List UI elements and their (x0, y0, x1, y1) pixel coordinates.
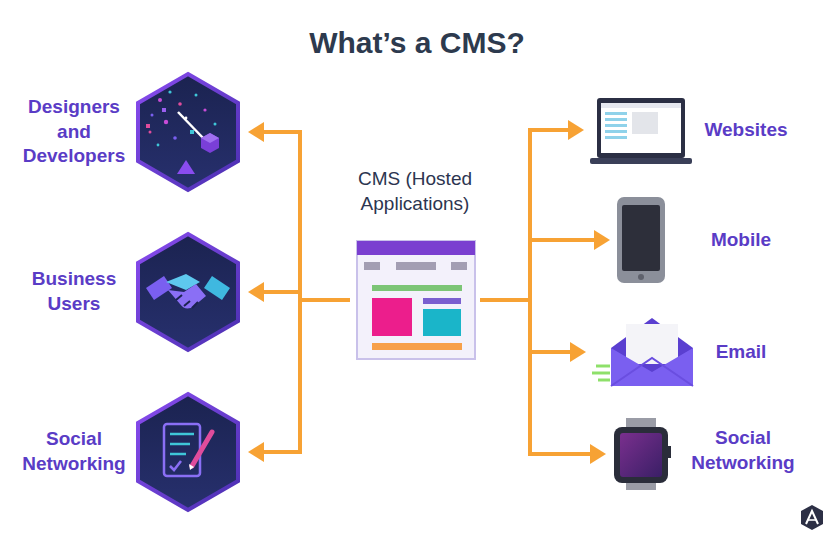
connector-line (480, 130, 568, 300)
label-box: Designers and Developers (16, 74, 132, 190)
channel-node: Email (592, 316, 778, 388)
envelope-icon (592, 318, 693, 386)
designer-icon (138, 74, 238, 190)
label-box: Email (704, 316, 778, 388)
audience-node: Designers and Developers (16, 74, 242, 190)
arrow-head (568, 120, 584, 140)
arrow-head (594, 230, 610, 250)
connector (480, 230, 610, 300)
logo-mark (801, 505, 823, 530)
handshake-icon (138, 234, 238, 350)
phone-icon (617, 197, 665, 283)
connector-line (264, 132, 350, 300)
connector-line (480, 240, 594, 300)
channel-node: Mobile (616, 195, 782, 285)
node-label: Websites (704, 118, 787, 143)
audience-node: Social Networking (16, 394, 242, 510)
connector-line (480, 300, 570, 352)
arrow-head (590, 444, 606, 464)
label-box: Mobile (700, 195, 782, 285)
label-box: Social Networking (678, 416, 808, 486)
node-label: Designers and Developers (16, 95, 132, 169)
arrow-head (248, 442, 264, 462)
audience-node: Business Users (16, 234, 242, 350)
channel-node: Websites (590, 96, 802, 164)
node-label: Mobile (711, 228, 771, 253)
channel-node: Social Networking (612, 416, 808, 492)
node-label: CMS (Hosted Applications) (350, 167, 480, 216)
connector (248, 300, 350, 462)
cms-node: CMS (Hosted Applications) (350, 150, 480, 362)
node-label: Business Users (16, 267, 132, 316)
arrow-head (248, 282, 264, 302)
connector-line (264, 300, 350, 452)
label-box: CMS (Hosted Applications) (350, 150, 480, 234)
label-box: Social Networking (16, 394, 132, 510)
checklist-icon (138, 394, 238, 510)
laptop-icon (590, 98, 692, 164)
connector (248, 122, 350, 300)
node-label: Email (716, 340, 767, 365)
arrow-head (570, 342, 586, 362)
watch-icon (614, 418, 671, 490)
arrow-head (248, 122, 264, 142)
label-box: Websites (690, 96, 802, 164)
diagram-title: What’s a CMS? (0, 26, 834, 60)
node-label: Social Networking (678, 426, 808, 475)
connector-line (480, 300, 590, 454)
connector (480, 300, 586, 362)
cms-window-icon (357, 241, 475, 359)
connector (480, 300, 606, 464)
label-box: Business Users (16, 234, 132, 350)
node-label: Social Networking (16, 427, 132, 476)
